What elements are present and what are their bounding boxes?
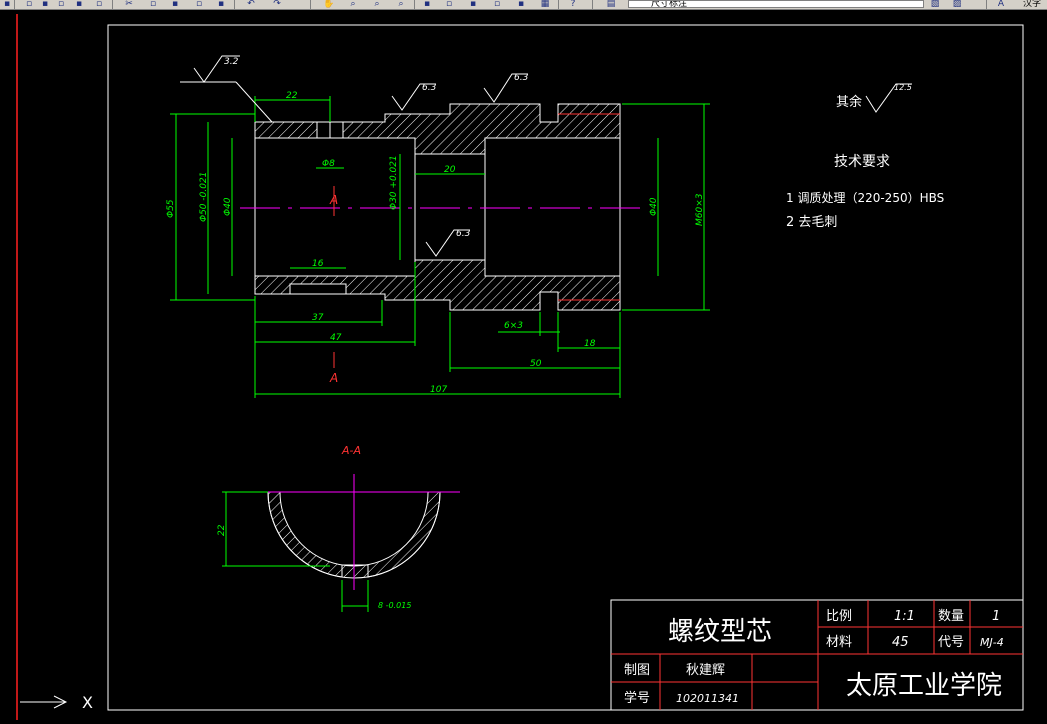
- ucs-x-label: X: [82, 693, 93, 712]
- material-value: 45: [892, 635, 909, 650]
- copy-icon[interactable]: ▫: [149, 0, 157, 9]
- dim-47: 47: [330, 333, 342, 343]
- roughness-symbols: [180, 55, 912, 257]
- text-style-icon[interactable]: A: [997, 0, 1005, 9]
- paste-icon[interactable]: ▪: [171, 0, 179, 9]
- undo-icon[interactable]: ↶: [247, 0, 255, 9]
- title-block: 螺纹型芯 比例 1:1 数量 1 材料 45 代号 MJ-4 制图 秋建辉 学号…: [610, 599, 1024, 711]
- dimension-lines: [170, 96, 710, 398]
- dim-18: 18: [584, 339, 596, 349]
- roughness-3-2: 3.2: [224, 57, 239, 67]
- layer-combo-value: 尺寸标注: [651, 0, 688, 8]
- drawn-value: 秋建辉: [686, 663, 725, 678]
- separator: [310, 0, 311, 9]
- help-icon[interactable]: ?: [570, 0, 576, 9]
- redo-icon[interactable]: ↷: [273, 0, 281, 9]
- toolpalette-icon[interactable]: ▪: [469, 0, 477, 9]
- scale-value: 1:1: [894, 609, 915, 624]
- drawn-label: 制图: [624, 663, 650, 678]
- separator: [986, 0, 987, 9]
- open-icon[interactable]: ▪: [41, 0, 49, 9]
- roughness-6-3-c: 6.3: [456, 229, 471, 239]
- new-icon[interactable]: ▫: [25, 0, 33, 9]
- section-title: A-A: [341, 444, 361, 457]
- match-icon[interactable]: ▫: [195, 0, 203, 9]
- id-label: 学号: [624, 690, 650, 706]
- zoom-window-icon[interactable]: ⌕: [374, 0, 380, 9]
- properties-icon[interactable]: ▪: [423, 0, 431, 9]
- pan-icon[interactable]: ✋: [323, 0, 335, 9]
- designcenter-icon[interactable]: ▫: [445, 0, 453, 9]
- roughness-rest-label: 其余: [836, 94, 862, 110]
- layer-manager-icon[interactable]: ▤: [606, 0, 616, 9]
- scale-label: 比例: [826, 609, 852, 624]
- roughness-6-3-a: 6.3: [422, 83, 437, 93]
- drawing-frame: [107, 24, 1024, 711]
- print-icon[interactable]: ▪: [75, 0, 83, 9]
- dim-dia55: Φ55: [166, 199, 176, 218]
- dim-50: 50: [530, 359, 542, 369]
- code-label: 代号: [938, 635, 964, 650]
- dim-dia40-left: Φ40: [223, 197, 233, 216]
- tech-item-1: 1 调质处理（220-250）HBS: [786, 191, 944, 205]
- cut-icon[interactable]: ✂: [125, 0, 133, 9]
- text-style-combo[interactable]: 汉字: [1022, 0, 1041, 9]
- main-part: [240, 103, 640, 311]
- dim-107: 107: [430, 385, 447, 395]
- dim-dia50: Φ50 -0.021: [199, 172, 209, 222]
- section-mark-a-top: A: [329, 193, 338, 207]
- dim-16: 16: [312, 259, 324, 269]
- qty-value: 1: [992, 609, 1000, 624]
- roughness-6-3-b: 6.3: [514, 73, 529, 83]
- preview-icon[interactable]: ▫: [95, 0, 103, 9]
- dim-dia30: Φ30 +0.021: [389, 155, 399, 210]
- zoom-previous-icon[interactable]: ⌕: [398, 0, 404, 9]
- id-value: 102011341: [676, 692, 739, 705]
- layer-combo[interactable]: 尺寸标注: [628, 0, 924, 8]
- separator: [558, 0, 559, 9]
- code-value: MJ-4: [980, 636, 1004, 649]
- ucs-icon: X: [20, 693, 93, 712]
- tech-requirements-title: 技术要求: [834, 154, 890, 170]
- qty-label: 数量: [938, 609, 964, 624]
- section-dim-22: 22: [217, 524, 227, 536]
- tech-item-2: 2 去毛刺: [786, 215, 837, 230]
- dim-37: 37: [312, 313, 324, 323]
- separator: [414, 0, 415, 9]
- dim-phi8: Φ8: [322, 159, 335, 169]
- dim-22: 22: [286, 91, 298, 101]
- calculator-icon[interactable]: ▦: [540, 0, 550, 9]
- material-label: 材料: [826, 635, 852, 650]
- separator: [14, 0, 15, 9]
- dim-20: 20: [444, 165, 456, 175]
- section-mark-a-bottom: A: [329, 371, 338, 385]
- school-name: 太原工业学院: [846, 671, 1002, 701]
- top-toolbar: ▪ ▫ ▪ ▫ ▪ ▫ ✂ ▫ ▪ ▫ ▪ ↶ ↷ ✋ ⌕ ⌕ ⌕ ▪ ▫ ▪ …: [0, 0, 1047, 10]
- sheetset-icon[interactable]: ▫: [493, 0, 501, 9]
- roughness-12-5: 12.5: [894, 83, 912, 92]
- menu-icon[interactable]: ▪: [3, 0, 11, 9]
- part-name: 螺纹型芯: [668, 617, 772, 647]
- dim-6x3: 6×3: [504, 321, 523, 331]
- dim-dia40-right: Φ40: [649, 197, 659, 216]
- layer-previous-icon[interactable]: ▧: [930, 0, 940, 9]
- section-dim-8: 8 -0.015: [378, 601, 411, 610]
- separator: [112, 0, 113, 9]
- layer-state-icon[interactable]: ▨: [952, 0, 962, 9]
- dim-m60: M60×3: [695, 193, 705, 226]
- separator: [234, 0, 235, 9]
- zoom-realtime-icon[interactable]: ⌕: [350, 0, 356, 9]
- separator: [592, 0, 593, 9]
- brush-icon[interactable]: ▪: [217, 0, 225, 9]
- section-view: A-A 22 8 -0.015: [217, 444, 460, 612]
- markup-icon[interactable]: ▪: [517, 0, 525, 9]
- save-icon[interactable]: ▫: [57, 0, 65, 9]
